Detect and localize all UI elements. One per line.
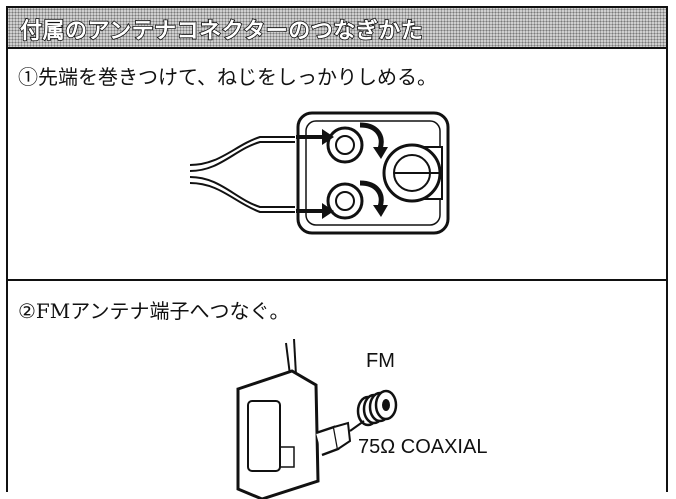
instruction-panel: 付属のアンテナコネクターのつなぎかた ①先端を巻きつけて、ねじをしっかりしめる。 (6, 6, 668, 499)
connector-wiring-illustration (189, 111, 450, 235)
step-2-text: ②FMアンテナ端子へつなぐ。 (18, 299, 290, 323)
step-2: ②FMアンテナ端子へつなぐ。 FM 75Ω COAXIAL (8, 281, 666, 499)
fm-label: FM (366, 350, 395, 372)
section-header: 付属のアンテナコネクターのつなぎかた (8, 8, 666, 49)
fm-terminal-illustration: FM 75Ω COAXIAL (236, 338, 487, 499)
step-1-text: ①先端を巻きつけて、ねじをしっかりしめる。 (18, 65, 437, 89)
step-1: ①先端を巻きつけて、ねじをしっかりしめる。 (8, 49, 666, 281)
coaxial-label: 75Ω COAXIAL (358, 436, 487, 458)
coaxial-terminal-icon (356, 389, 398, 427)
section-title: 付属のアンテナコネクターのつなぎかた (19, 18, 424, 45)
